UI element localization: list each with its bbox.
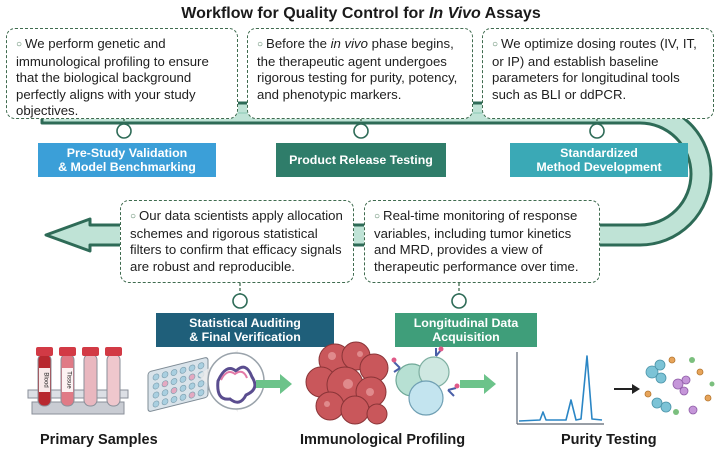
caption-primary-samples: Primary Samples [40, 432, 158, 448]
protein-particles-icon [644, 356, 715, 415]
bullet-icon: ○ [374, 211, 381, 222]
junction-dot [353, 123, 369, 139]
bullet-icon: ○ [257, 39, 264, 50]
bullet-icon: ○ [16, 39, 23, 50]
chromatogram-icon [516, 352, 604, 425]
test-tube-rack-icon: Blood Tissue [27, 347, 129, 415]
callout-product-release: ○Before the in vivo phase begins, the th… [247, 28, 473, 119]
callout-method-development: ○We optimize dosing routes (IV, IT, or I… [482, 28, 714, 119]
junction-dot [232, 293, 248, 309]
caption-purity-testing: Purity Testing [561, 432, 657, 448]
well-plate-icon [147, 350, 265, 412]
callout-pre-study: ○We perform genetic and immunological pr… [6, 28, 238, 119]
stage-product-release-testing: Product Release Testing [276, 143, 446, 177]
callout-longitudinal-data: ○Real-time monitoring of response variab… [364, 200, 600, 283]
tumor-cell-mass-icon [305, 341, 389, 425]
junction-dot [589, 123, 605, 139]
junction-dot [451, 293, 467, 309]
junction-dot [116, 123, 132, 139]
callout-statistical-auditing: ○Our data scientists apply allocation sc… [120, 200, 354, 283]
stage-pre-study-validation: Pre-Study Validation& Model Benchmarking [38, 143, 216, 177]
stage-statistical-auditing: Statistical Auditing& Final Verification [156, 313, 334, 347]
tube-label: Blood [43, 372, 49, 387]
bullet-icon: ○ [130, 211, 137, 222]
immune-cells-icon [391, 346, 460, 416]
bullet-icon: ○ [492, 39, 499, 50]
caption-immunological-profiling: Immunological Profiling [300, 432, 466, 448]
diagram-title: Workflow for Quality Control for In Vivo… [181, 5, 541, 22]
process-arrow-icon [256, 374, 496, 394]
tube-label: Tissue [66, 371, 72, 389]
